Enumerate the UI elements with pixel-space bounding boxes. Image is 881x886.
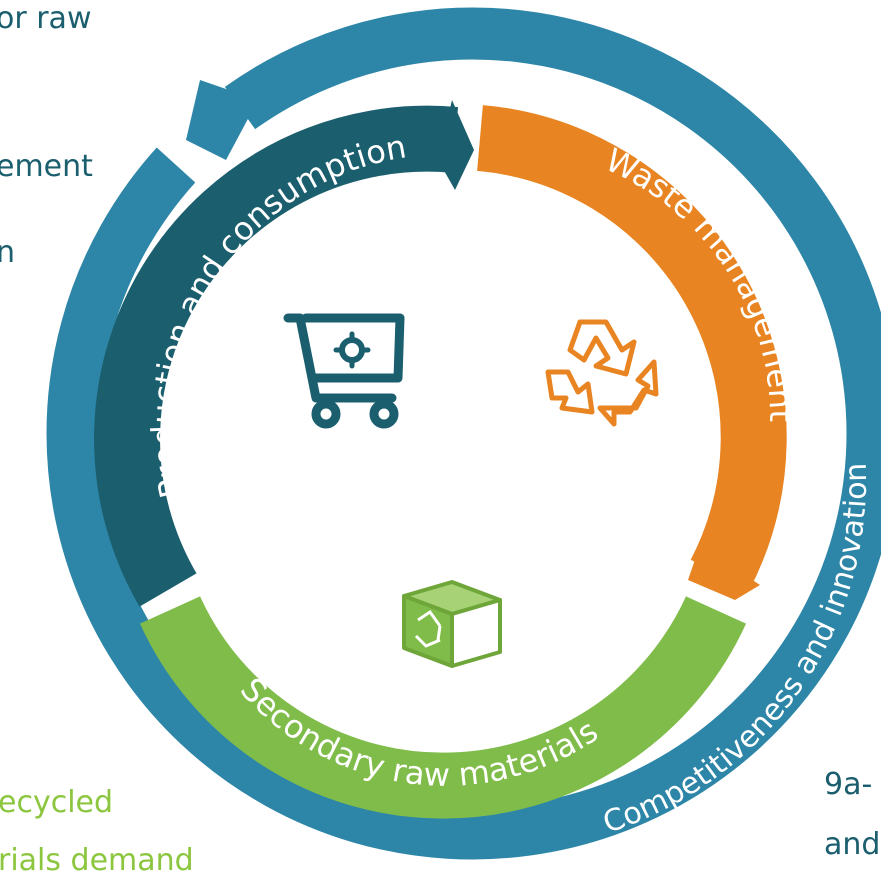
edge-label-bottom-left-1: ecycled (0, 785, 114, 820)
edge-label-top-left-3: n (0, 235, 16, 270)
edge-label-bottom-right-1: 9a- (824, 767, 873, 802)
recycled-box-icon (402, 580, 502, 668)
outer-ring (46, 7, 881, 860)
segment-secondary (139, 596, 747, 819)
edge-label-bottom-left-2: rials demand (0, 843, 194, 878)
edge-label-top-left-1: or raw (0, 1, 92, 36)
edge-label-top-left-2: ement (0, 149, 93, 184)
segment-production-arrow (438, 100, 474, 190)
recycle-icon (545, 319, 659, 427)
segment-waste-arrow (688, 545, 760, 600)
shopping-cart-gear-icon (283, 313, 405, 429)
segment-waste (476, 105, 787, 591)
outer-ring-arrow-head (186, 80, 258, 160)
segment-production (94, 105, 459, 607)
edge-label-bottom-right-2: and (824, 827, 881, 862)
